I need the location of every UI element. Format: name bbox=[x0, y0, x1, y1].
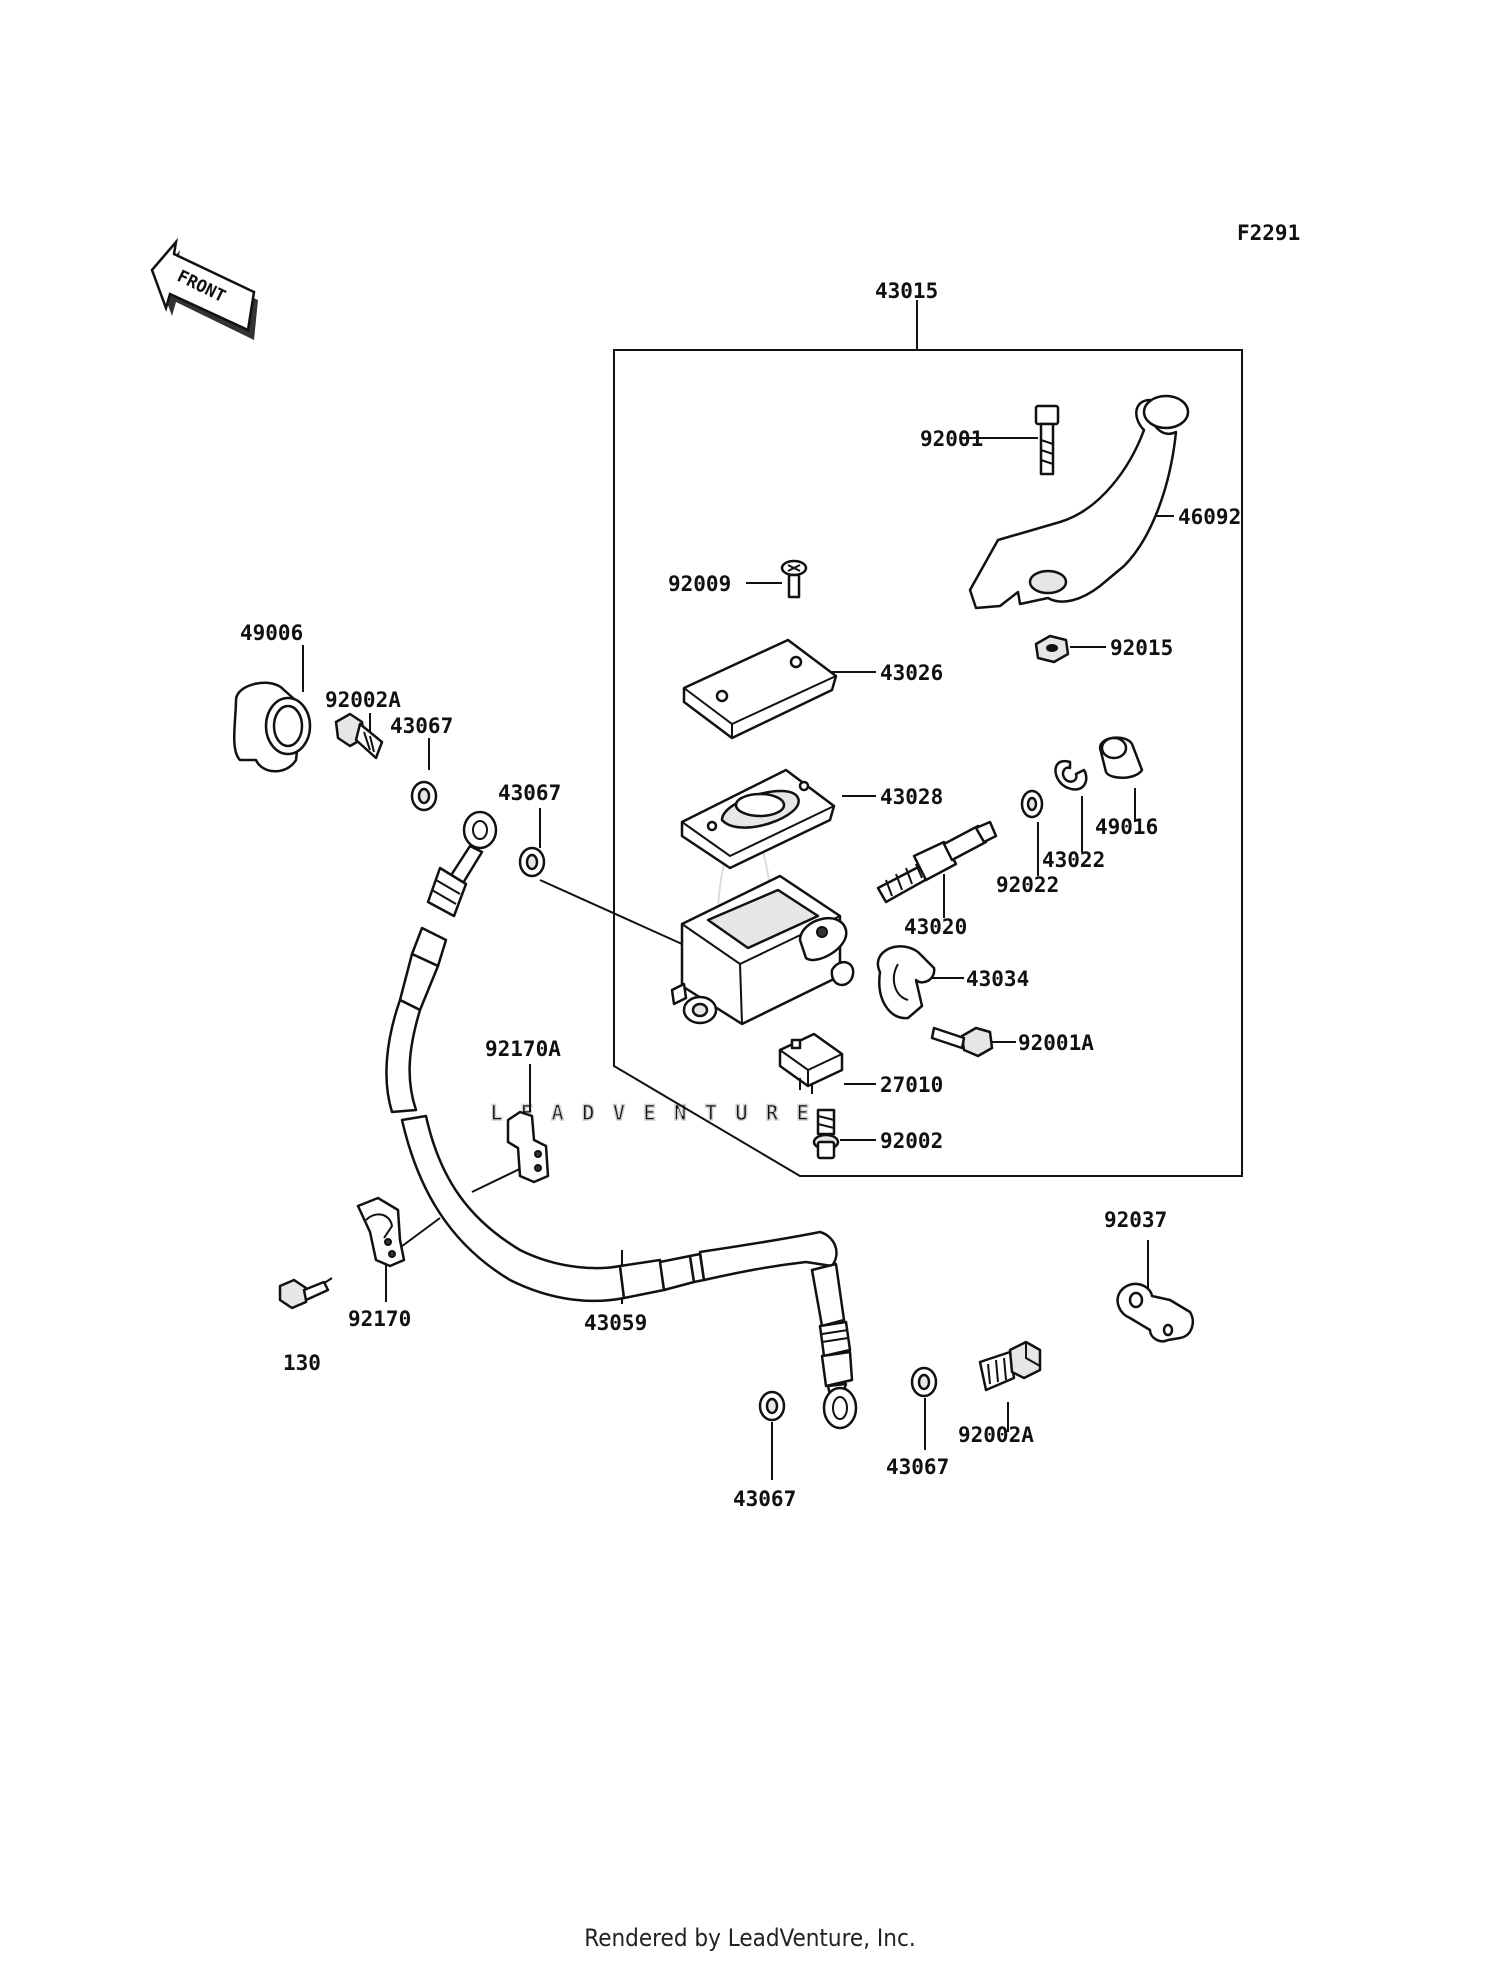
cover-49016-drawing bbox=[1098, 736, 1144, 779]
label-92170A: 92170A bbox=[485, 1037, 561, 1061]
clamp-92037-drawing bbox=[1116, 1282, 1194, 1343]
circlip-43022-drawing bbox=[1054, 759, 1088, 791]
label-43067-c: 43067 bbox=[733, 1487, 796, 1511]
label-92001A: 92001A bbox=[1018, 1031, 1094, 1055]
label-43026: 43026 bbox=[880, 661, 943, 685]
label-49006: 49006 bbox=[240, 621, 303, 645]
clamp-92170-drawing bbox=[356, 1196, 406, 1268]
cap-49006-drawing bbox=[232, 681, 312, 773]
clamp-92170A-drawing bbox=[506, 1110, 550, 1184]
label-92002A-bottom: 92002A bbox=[958, 1423, 1034, 1447]
gasket-43067-c-drawing bbox=[758, 1390, 786, 1422]
bolt-130-drawing bbox=[278, 1278, 330, 1310]
lever-46092-drawing bbox=[968, 394, 1190, 610]
label-43028: 43028 bbox=[880, 785, 943, 809]
bolt-92002A-top-drawing bbox=[334, 712, 384, 760]
label-130: 130 bbox=[283, 1351, 321, 1375]
label-43067-b: 43067 bbox=[498, 781, 561, 805]
part-labels: 43015 92001 46092 92009 92015 43026 4302… bbox=[240, 279, 1241, 1511]
label-43020: 43020 bbox=[904, 915, 967, 939]
diaphragm-43028-drawing bbox=[680, 768, 836, 870]
cap-43026-drawing bbox=[682, 638, 838, 740]
label-43067-d: 43067 bbox=[886, 1455, 949, 1479]
master-cylinder-body-drawing bbox=[670, 874, 855, 1026]
label-46092: 46092 bbox=[1178, 505, 1241, 529]
label-43059: 43059 bbox=[584, 1311, 647, 1335]
label-92009: 92009 bbox=[668, 572, 731, 596]
holder-43034-drawing bbox=[876, 945, 936, 1020]
watermark: LEADVENTURE bbox=[489, 786, 827, 1126]
master-cylinder-assembly-box bbox=[613, 300, 1243, 1177]
label-92037: 92037 bbox=[1104, 1208, 1167, 1232]
front-arrow-icon: FRONT bbox=[150, 237, 258, 340]
bolt-92001-drawing bbox=[1034, 404, 1060, 476]
screw-92009-drawing bbox=[780, 559, 808, 599]
label-49016: 49016 bbox=[1095, 815, 1158, 839]
label-43022: 43022 bbox=[1042, 848, 1105, 872]
label-27010: 27010 bbox=[880, 1073, 943, 1097]
label-43034: 43034 bbox=[966, 967, 1029, 991]
screw-92002-drawing bbox=[812, 1108, 840, 1160]
hose-43059-drawing bbox=[385, 810, 858, 1430]
bolt-92002A-bottom-drawing bbox=[978, 1340, 1042, 1392]
label-92002: 92002 bbox=[880, 1129, 943, 1153]
label-92015: 92015 bbox=[1110, 636, 1173, 660]
watermark-text: LEADVENTURE bbox=[490, 1101, 827, 1125]
gasket-43067-b-drawing bbox=[518, 846, 546, 878]
bolt-92001A-drawing bbox=[930, 1026, 994, 1058]
washer-92022-drawing bbox=[1020, 789, 1044, 819]
label-43015: 43015 bbox=[875, 279, 938, 303]
piston-43020-drawing bbox=[876, 820, 998, 904]
gasket-43067-d-drawing bbox=[910, 1366, 938, 1398]
footer-credit: Rendered by LeadVenture, Inc. bbox=[584, 1924, 916, 1952]
label-92001: 92001 bbox=[920, 427, 983, 451]
label-92170: 92170 bbox=[348, 1307, 411, 1331]
label-43067-a: 43067 bbox=[390, 714, 453, 738]
switch-27010-drawing bbox=[778, 1032, 844, 1094]
nut-92015-drawing bbox=[1034, 634, 1070, 664]
label-92002A-top: 92002A bbox=[325, 688, 401, 712]
figure-code: F2291 bbox=[1237, 221, 1300, 245]
label-92022: 92022 bbox=[996, 873, 1059, 897]
gasket-43067-a-drawing bbox=[410, 780, 438, 812]
